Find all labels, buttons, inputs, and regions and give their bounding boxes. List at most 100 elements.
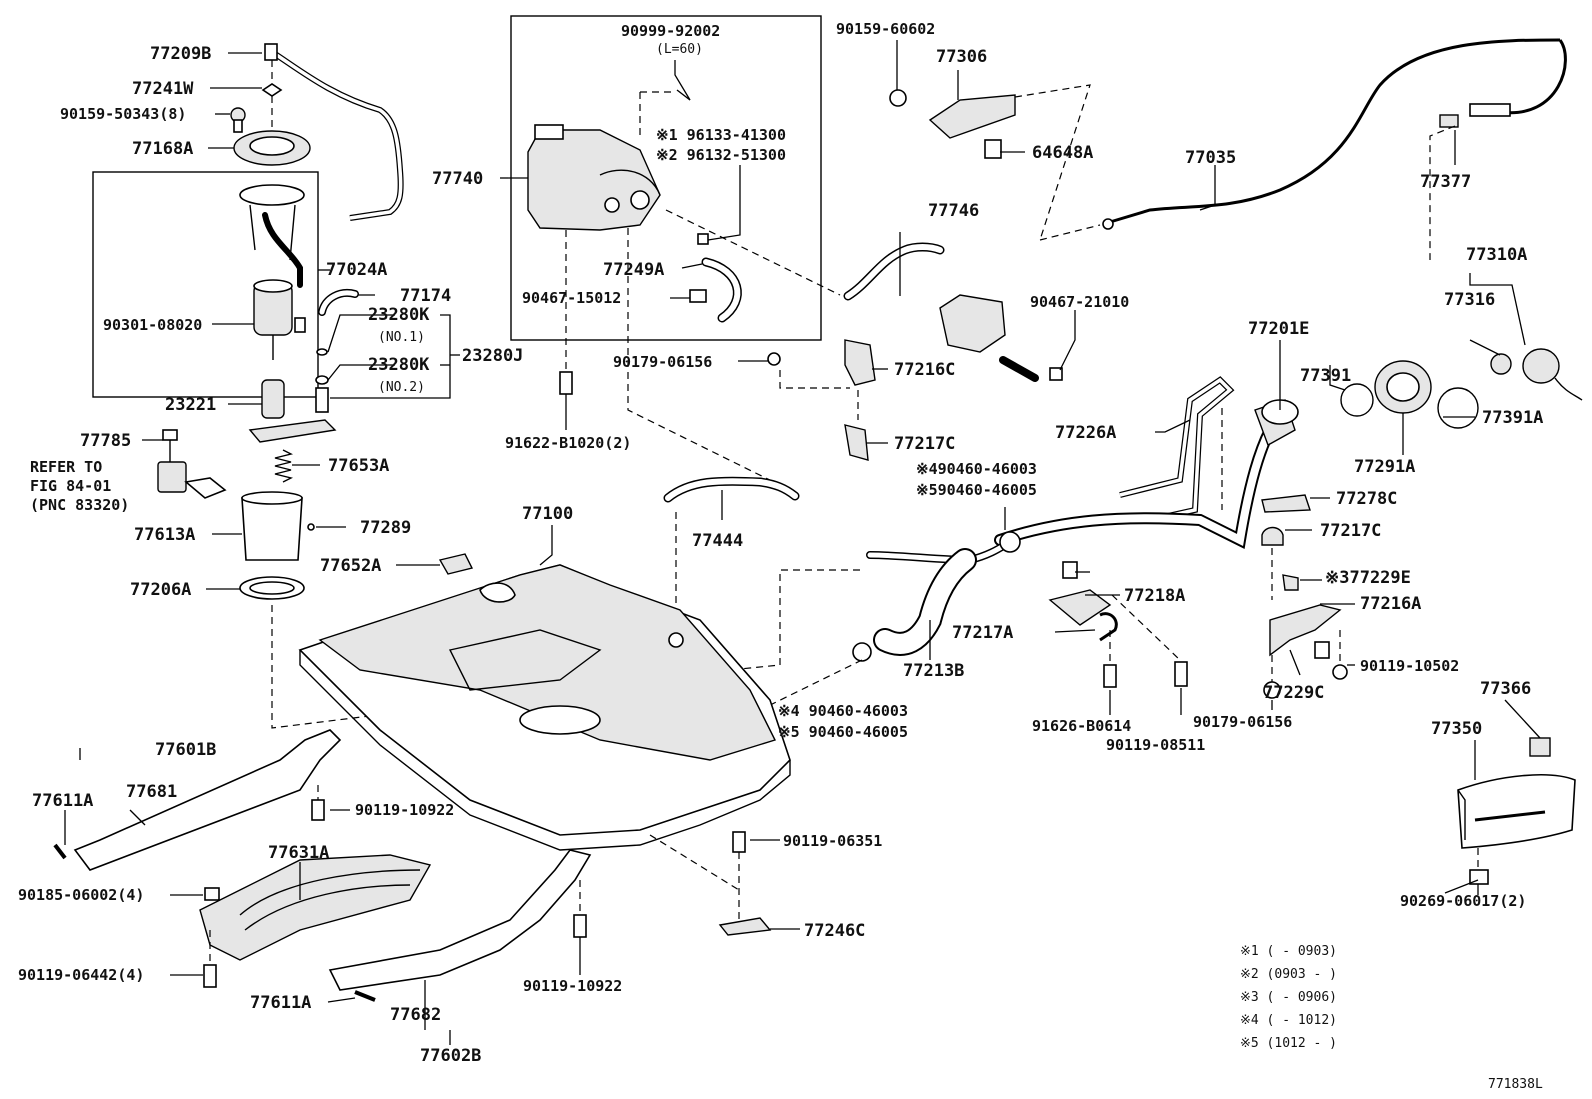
label-90119-10922-a: 90119-10922 [355, 801, 454, 819]
gasket-77391a [1437, 387, 1479, 429]
label-77216c: 77216C [894, 360, 955, 380]
bracket-77216a [1269, 604, 1342, 657]
label-77217c-b: 77217C [1320, 521, 1381, 541]
leader-lines [64, 40, 1541, 1045]
note-1: ※1 ( - 0903) [1240, 944, 1337, 959]
sender-gauge-icon [157, 461, 187, 493]
fuel-cap-77310a [1522, 348, 1560, 384]
label-96133-41300: ※1 96133-41300 [656, 126, 786, 144]
fuel-pump-group [157, 43, 501, 729]
label-77601b: 77601B [155, 740, 216, 760]
clip-77229c [1314, 641, 1330, 659]
label-77100: 77100 [522, 504, 573, 524]
label-77785: 77785 [80, 431, 131, 451]
label-77653a: 77653A [328, 456, 389, 476]
label-77740: 77740 [432, 169, 483, 189]
bracket-77306 [928, 94, 1016, 139]
label-90269-06017: 90269-06017(2) [1400, 892, 1526, 910]
label-77681: 77681 [126, 782, 177, 802]
label-77391: 77391 [1300, 366, 1351, 386]
figure-id: 771838L [1488, 1077, 1543, 1092]
stud-bolt-91622 [559, 371, 573, 395]
label-refer-2: FIG 84-01 [30, 477, 111, 495]
pump-assembly-frame [92, 171, 319, 398]
clip-77229e [1282, 574, 1299, 591]
label-77316: 77316 [1444, 290, 1495, 310]
label-77217c-a: 77217C [894, 434, 955, 454]
clamp-77217c-right [1261, 526, 1284, 546]
note-3: ※3 ( - 0906) [1240, 990, 1337, 1005]
label-77278c: 77278C [1336, 489, 1397, 509]
label-77366: 77366 [1480, 679, 1531, 699]
clip-77229e-left [1062, 561, 1078, 579]
clamp-90467 [1049, 367, 1063, 381]
bolt-90119-06351 [732, 831, 746, 853]
cup-77613a [241, 497, 303, 561]
cushion-77611a-lower [354, 990, 376, 1002]
label-77291a: 77291A [1354, 457, 1415, 477]
label-77391a: 77391A [1482, 408, 1543, 428]
tube-fitting [264, 43, 278, 61]
label-90999-note: (L=60) [656, 42, 703, 57]
fuel-lid-77350 [1457, 774, 1576, 849]
label-64648a: 64648A [1032, 143, 1093, 163]
bracket-77218a [1048, 589, 1112, 626]
screw-90269 [1469, 869, 1489, 885]
spring-77366 [1529, 737, 1551, 757]
label-96132-51300: ※2 96132-51300 [656, 146, 786, 164]
label-90159-60602: 90159-60602 [836, 20, 935, 38]
label-91622-b1020: 91622-B1020(2) [505, 434, 631, 452]
label-77216a: 77216A [1360, 594, 1421, 614]
canister-group [527, 89, 841, 491]
note-4: ※4 ( - 1012) [1240, 1013, 1337, 1028]
label-23221: 23221 [165, 395, 216, 415]
protector-77631a [199, 854, 432, 961]
label-90179-06156-b: 90179-06156 [1193, 713, 1292, 731]
tank-opening [519, 705, 601, 735]
label-77377: 77377 [1420, 172, 1471, 192]
label-77350: 77350 [1431, 719, 1482, 739]
label-23280k-no2: 23280K [368, 355, 430, 375]
pad-77652a [438, 553, 474, 575]
label-77652a: 77652A [320, 556, 381, 576]
bracket-77216c [844, 339, 876, 386]
notes-legend: ※1 ( - 0903) ※2 (0903 - ) ※3 ( - 0906) ※… [1240, 944, 1543, 1092]
o-ring-no2 [315, 375, 329, 385]
clip-64648a [984, 139, 1002, 159]
label-90119-06442: 90119-06442(4) [18, 966, 144, 984]
label-77168a: 77168A [132, 139, 193, 159]
label-77217a: 77217A [952, 623, 1013, 643]
label-77310a: 77310A [1466, 245, 1527, 265]
label-77174: 77174 [400, 286, 451, 306]
label-90119-06351: 90119-06351 [783, 832, 882, 850]
label-77229c: 77229C [1263, 683, 1324, 703]
pump-23221 [261, 379, 285, 419]
label-77035: 77035 [1185, 148, 1236, 168]
pump-module-top [239, 184, 305, 206]
band-77601b [73, 729, 342, 871]
connector-77785 [162, 429, 178, 441]
o-ring-no1 [316, 348, 328, 356]
clip-icon [689, 289, 707, 303]
bolt-90119-06442 [203, 964, 217, 988]
bolt-90119-08511 [1174, 661, 1188, 687]
label-refer-1: REFER TO [30, 458, 102, 476]
label-77201e: 77201E [1248, 319, 1309, 339]
screw-icon [889, 89, 907, 107]
note-2: ※2 (0903 - ) [1240, 967, 1337, 982]
label-90460-46003-b: ※4 90460-46003 [778, 702, 908, 720]
label-77218a: 77218A [1124, 586, 1185, 606]
label-90179-06156-a: 90179-06156 [613, 353, 712, 371]
label-77209b: 77209B [150, 44, 211, 64]
gasket-77391 [1340, 383, 1374, 417]
label-90119-10502: 90119-10502 [1360, 657, 1459, 675]
band-77602b [328, 849, 592, 991]
label-77241w: 77241W [132, 79, 194, 99]
label-77206a: 77206A [130, 580, 191, 600]
label-refer-3: (PNC 83320) [30, 496, 129, 514]
vent-tube [676, 89, 691, 101]
label-77611a-b: 77611A [250, 993, 311, 1013]
note-5: ※5 (1012 - ) [1240, 1036, 1337, 1051]
filler-group [729, 376, 1348, 711]
